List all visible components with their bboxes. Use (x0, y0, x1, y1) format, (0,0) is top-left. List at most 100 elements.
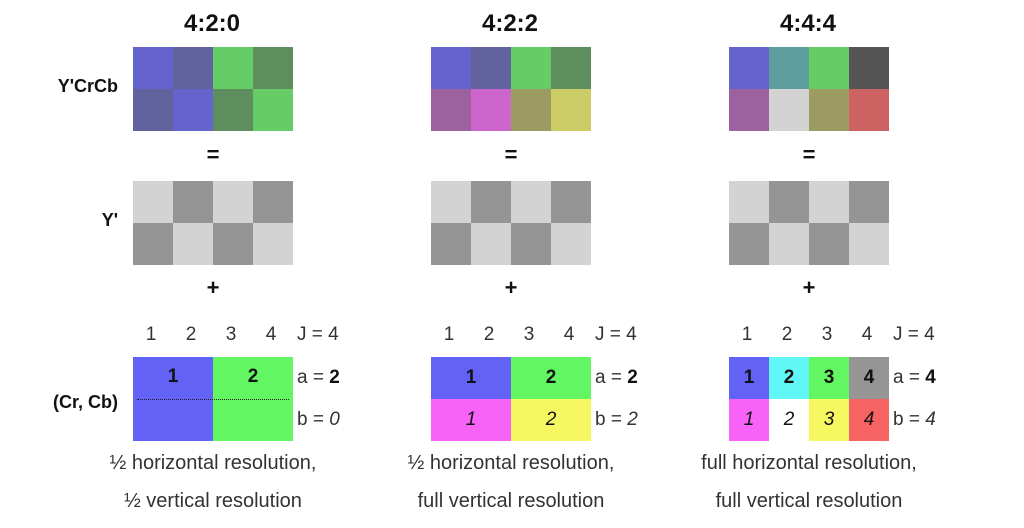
luma-cell (431, 223, 471, 265)
chroma-block-label: 1 (465, 367, 477, 388)
ycrcb-cell (471, 89, 511, 131)
column-number: 2 (185, 324, 197, 345)
a-label: a = (595, 367, 628, 388)
column-number: 2 (781, 324, 793, 345)
plus-sign: + (206, 275, 220, 300)
caption-vertical: full vertical resolution (715, 490, 903, 512)
chroma-block: 3 (809, 357, 849, 399)
b-parameter: b = 0 (297, 409, 340, 431)
chroma-block: 1 (431, 357, 511, 399)
ycrcb-cell (551, 89, 591, 131)
column-number: 3 (821, 324, 833, 345)
column-number: 3 (523, 324, 535, 345)
column-number: 1 (145, 324, 157, 345)
chroma-block-label: 2 (545, 367, 557, 388)
column-number: 4 (563, 324, 575, 345)
ycrcb-cell (213, 89, 253, 131)
ycrcb-cell (431, 89, 471, 131)
caption-vertical: full vertical resolution (417, 490, 605, 512)
ycrcb-cell (471, 47, 511, 89)
column-number: 3 (225, 324, 237, 345)
luma-cell (213, 181, 253, 223)
luma-cell (471, 223, 511, 265)
luma-cell (849, 181, 889, 223)
chroma-block-label: 2 (545, 409, 557, 430)
b-value: 4 (925, 409, 936, 430)
column-number: 1 (443, 324, 455, 345)
luma-cell (253, 223, 293, 265)
ycrcb-cell (729, 47, 769, 89)
chroma-block: 2 (511, 399, 591, 441)
luma-cell (253, 181, 293, 223)
chroma-block: 1 (729, 399, 769, 441)
luma-cell (551, 223, 591, 265)
chroma-block: 1 (729, 357, 769, 399)
a-parameter: a = 4 (893, 367, 936, 389)
luma-cell (729, 223, 769, 265)
ycrcb-cell (133, 89, 173, 131)
ycrcb-cell (769, 47, 809, 89)
luma-cell (769, 223, 809, 265)
equals-sign: = (206, 142, 220, 167)
a-label: a = (297, 367, 330, 388)
chroma-block-label: 4 (863, 409, 875, 430)
luma-cell (551, 181, 591, 223)
chroma-block: 4 (849, 357, 889, 399)
column-number: 4 (861, 324, 873, 345)
luma-cell (173, 181, 213, 223)
ycrcb-cell (213, 47, 253, 89)
luma-cell (133, 181, 173, 223)
luma-cell (809, 181, 849, 223)
ycrcb-cell (729, 89, 769, 131)
dotted-divider (137, 399, 289, 400)
row-label-ycrcb: Y'CrCb (57, 76, 118, 96)
luma-cell (173, 223, 213, 265)
column-number: 2 (483, 324, 495, 345)
luma-cell (471, 181, 511, 223)
chroma-block: 2 (769, 357, 809, 399)
caption-horizontal: ½ horizontal resolution, (109, 452, 317, 474)
ycrcb-cell (511, 89, 551, 131)
ycrcb-cell (809, 47, 849, 89)
luma-cell (511, 223, 551, 265)
column-number: 4 (265, 324, 277, 345)
chroma-block-label: 1 (167, 366, 179, 387)
panel-title: 4:2:2 (481, 10, 539, 37)
luma-cell (849, 223, 889, 265)
ycrcb-cell (133, 47, 173, 89)
j-label: J = 4 (893, 324, 935, 345)
ycrcb-cell (431, 47, 471, 89)
a-value: 2 (627, 367, 638, 388)
chroma-block-label: 2 (783, 409, 795, 430)
b-value: 0 (329, 409, 340, 430)
b-parameter: b = 4 (893, 409, 936, 431)
chroma-block-label: 2 (783, 367, 795, 388)
ycrcb-cell (173, 89, 213, 131)
chroma-block-label: 2 (247, 366, 259, 387)
b-label: b = (297, 409, 330, 430)
chroma-block: 2 (511, 357, 591, 399)
chroma-block-label: 3 (823, 409, 835, 430)
b-value: 2 (627, 409, 638, 430)
chroma-block: 2 (769, 399, 809, 441)
luma-cell (213, 223, 253, 265)
row-label-chroma: (Cr, Cb) (53, 392, 118, 412)
a-value: 2 (329, 367, 340, 388)
luma-cell (431, 181, 471, 223)
luma-cell (809, 223, 849, 265)
plus-sign: + (802, 275, 816, 300)
b-parameter: b = 2 (595, 409, 638, 431)
b-label: b = (893, 409, 926, 430)
ycrcb-cell (253, 89, 293, 131)
panel-title: 4:4:4 (779, 10, 837, 37)
ycrcb-cell (849, 47, 889, 89)
j-label: J = 4 (595, 324, 637, 345)
ycrcb-cell (173, 47, 213, 89)
j-label: J = 4 (297, 324, 339, 345)
chroma-block-label: 1 (465, 409, 477, 430)
caption-vertical: ½ vertical resolution (124, 490, 302, 512)
caption-horizontal: ½ horizontal resolution, (407, 452, 615, 474)
b-label: b = (595, 409, 628, 430)
row-label-luma: Y' (101, 210, 118, 230)
caption-horizontal: full horizontal resolution, (701, 452, 917, 474)
